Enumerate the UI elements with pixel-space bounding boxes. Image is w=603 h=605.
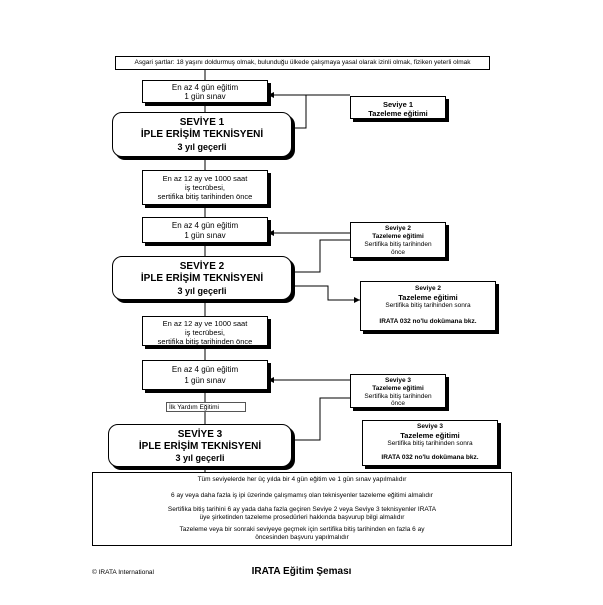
notes-box: Tüm seviyelerde her üç yılda bir 4 gün e…: [92, 472, 512, 546]
top-requirements-text: Asgari şartlar: 18 yaşını doldurmuş olma…: [134, 59, 471, 66]
level2-refresher-a-line2: Tazeleme eğitimi: [372, 233, 424, 240]
note-4b: öncesinden başvuru yapılmalıdır: [255, 534, 349, 541]
level3-refresher-b-line3: Sertifika bitiş tarihinden sonra: [387, 440, 473, 447]
exp2-line2: iş tecrübesi,: [184, 328, 226, 337]
level1-validity: 3 yıl geçerli: [177, 142, 227, 152]
exp2-line1: En az 12 ay ve 1000 saat: [162, 319, 248, 328]
level3-refresher-b-line4: IRATA 032 no'lu dokümana bkz.: [381, 454, 479, 461]
level2-title-box: SEVİYE 2 İPLE ERİŞİM TEKNİSYENİ 3 yıl ge…: [112, 256, 292, 300]
level2-refresher-a-line3: Sertifika bitiş tarihinden: [364, 241, 432, 248]
level1-training-box: En az 4 gün eğitim 1 gün sınav: [142, 80, 268, 103]
level3-refresher-before-box: Seviye 3 Tazeleme eğitimi Sertifika biti…: [350, 374, 446, 408]
level2-training-box: En az 4 gün eğitim 1 gün sınav: [142, 217, 268, 243]
level3-refresher-b-line2: Tazeleme eğitimi: [400, 431, 460, 440]
level2-validity: 3 yıl geçerli: [177, 286, 227, 296]
exp1-line1: En az 12 ay ve 1000 saat: [162, 174, 248, 183]
level3-refresher-a-line2: Tazeleme eğitimi: [372, 385, 424, 392]
level3-refresher-a-line4: önce: [390, 400, 406, 407]
level2-refresher-a-line4: önce: [390, 249, 406, 256]
level1-title-box: SEVİYE 1 İPLE ERİŞİM TEKNİSYENİ 3 yıl ge…: [112, 112, 292, 157]
level3-training-line1: En az 4 gün eğitim: [171, 365, 239, 374]
level3-refresher-b-line1: Seviye 3: [416, 423, 444, 430]
level2-experience-box: En az 12 ay ve 1000 saat iş tecrübesi, s…: [142, 316, 268, 346]
exp1-line3: sertifika bitiş tarihinden önce: [157, 192, 253, 201]
exp2-line3: sertifika bitiş tarihinden önce: [157, 337, 253, 346]
level1-subtitle: İPLE ERİŞİM TEKNİSYENİ: [140, 129, 264, 140]
level1-experience-box: En az 12 ay ve 1000 saat iş tecrübesi, s…: [142, 170, 268, 205]
exp1-line2: iş tecrübesi,: [184, 183, 226, 192]
level3-validity: 3 yıl geçerli: [175, 453, 225, 463]
first-aid-box: İlk Yardım Eğitimi: [166, 402, 246, 412]
level3-title: SEVİYE 3: [177, 429, 223, 440]
level1-title: SEVİYE 1: [179, 117, 225, 128]
level1-refresher-box: Seviye 1 Tazeleme eğitimi: [350, 96, 446, 119]
note-1: Tüm seviyelerde her üç yılda bir 4 gün e…: [197, 476, 407, 483]
level2-refresher-b-line1: Seviye 2: [414, 285, 442, 292]
level2-training-line1: En az 4 gün eğitim: [171, 221, 239, 230]
level1-refresher-line1: Seviye 1: [382, 100, 414, 109]
level2-refresher-b-line2: Tazeleme eğitimi: [398, 293, 458, 302]
top-requirements-box: Asgari şartlar: 18 yaşını doldurmuş olma…: [115, 56, 490, 70]
note-3a: Sertifika bitiş tarihini 6 ay yada daha …: [167, 506, 437, 513]
note-2: 6 ay veya daha fazla iş ipi üzerinde çal…: [171, 492, 433, 499]
level2-refresher-b-line3: Sertifika bitiş tarihinden sonra: [385, 302, 471, 309]
level3-refresher-after-box: Seviye 3 Tazeleme eğitimi Sertifika biti…: [362, 420, 498, 466]
level2-title: SEVİYE 2: [179, 261, 225, 272]
level3-training-box: En az 4 gün eğitim 1 gün sınav: [142, 360, 268, 390]
level1-refresher-line2: Tazeleme eğitimi: [368, 109, 428, 118]
note-3b: üye şirketinden tazeleme prosedürleri ha…: [199, 514, 405, 521]
level2-refresher-after-box: Seviye 2 Tazeleme eğitimi Sertifika biti…: [360, 281, 496, 331]
level3-refresher-a-line1: Seviye 3: [384, 377, 412, 384]
level2-refresher-before-box: Seviye 2 Tazeleme eğitimi Sertifika biti…: [350, 222, 446, 258]
copyright-text: © IRATA International: [92, 569, 154, 576]
level2-training-line2: 1 gün sınav: [184, 231, 226, 240]
level3-refresher-a-line3: Sertifika bitiş tarihinden: [364, 393, 432, 400]
level1-training-line1: En az 4 gün eğitim: [171, 83, 239, 92]
level2-refresher-b-line4: IRATA 032 no'lu dokümana bkz.: [379, 318, 477, 325]
first-aid-text: İlk Yardım Eğitimi: [169, 404, 219, 411]
level2-subtitle: İPLE ERİŞİM TEKNİSYENİ: [140, 273, 264, 284]
level2-refresher-a-line1: Seviye 2: [384, 225, 412, 232]
level3-title-box: SEVİYE 3 İPLE ERİŞİM TEKNİSYENİ 3 yıl ge…: [108, 424, 292, 467]
level3-training-line2: 1 gün sınav: [184, 376, 226, 385]
level3-subtitle: İPLE ERİŞİM TEKNİSYENİ: [138, 441, 262, 452]
diagram-title: IRATA Eğitim Şeması: [251, 566, 352, 577]
note-4a: Tazeleme veya bir sonraki seviyeye geçme…: [179, 526, 425, 533]
level1-training-line2: 1 gün sınav: [184, 92, 226, 101]
